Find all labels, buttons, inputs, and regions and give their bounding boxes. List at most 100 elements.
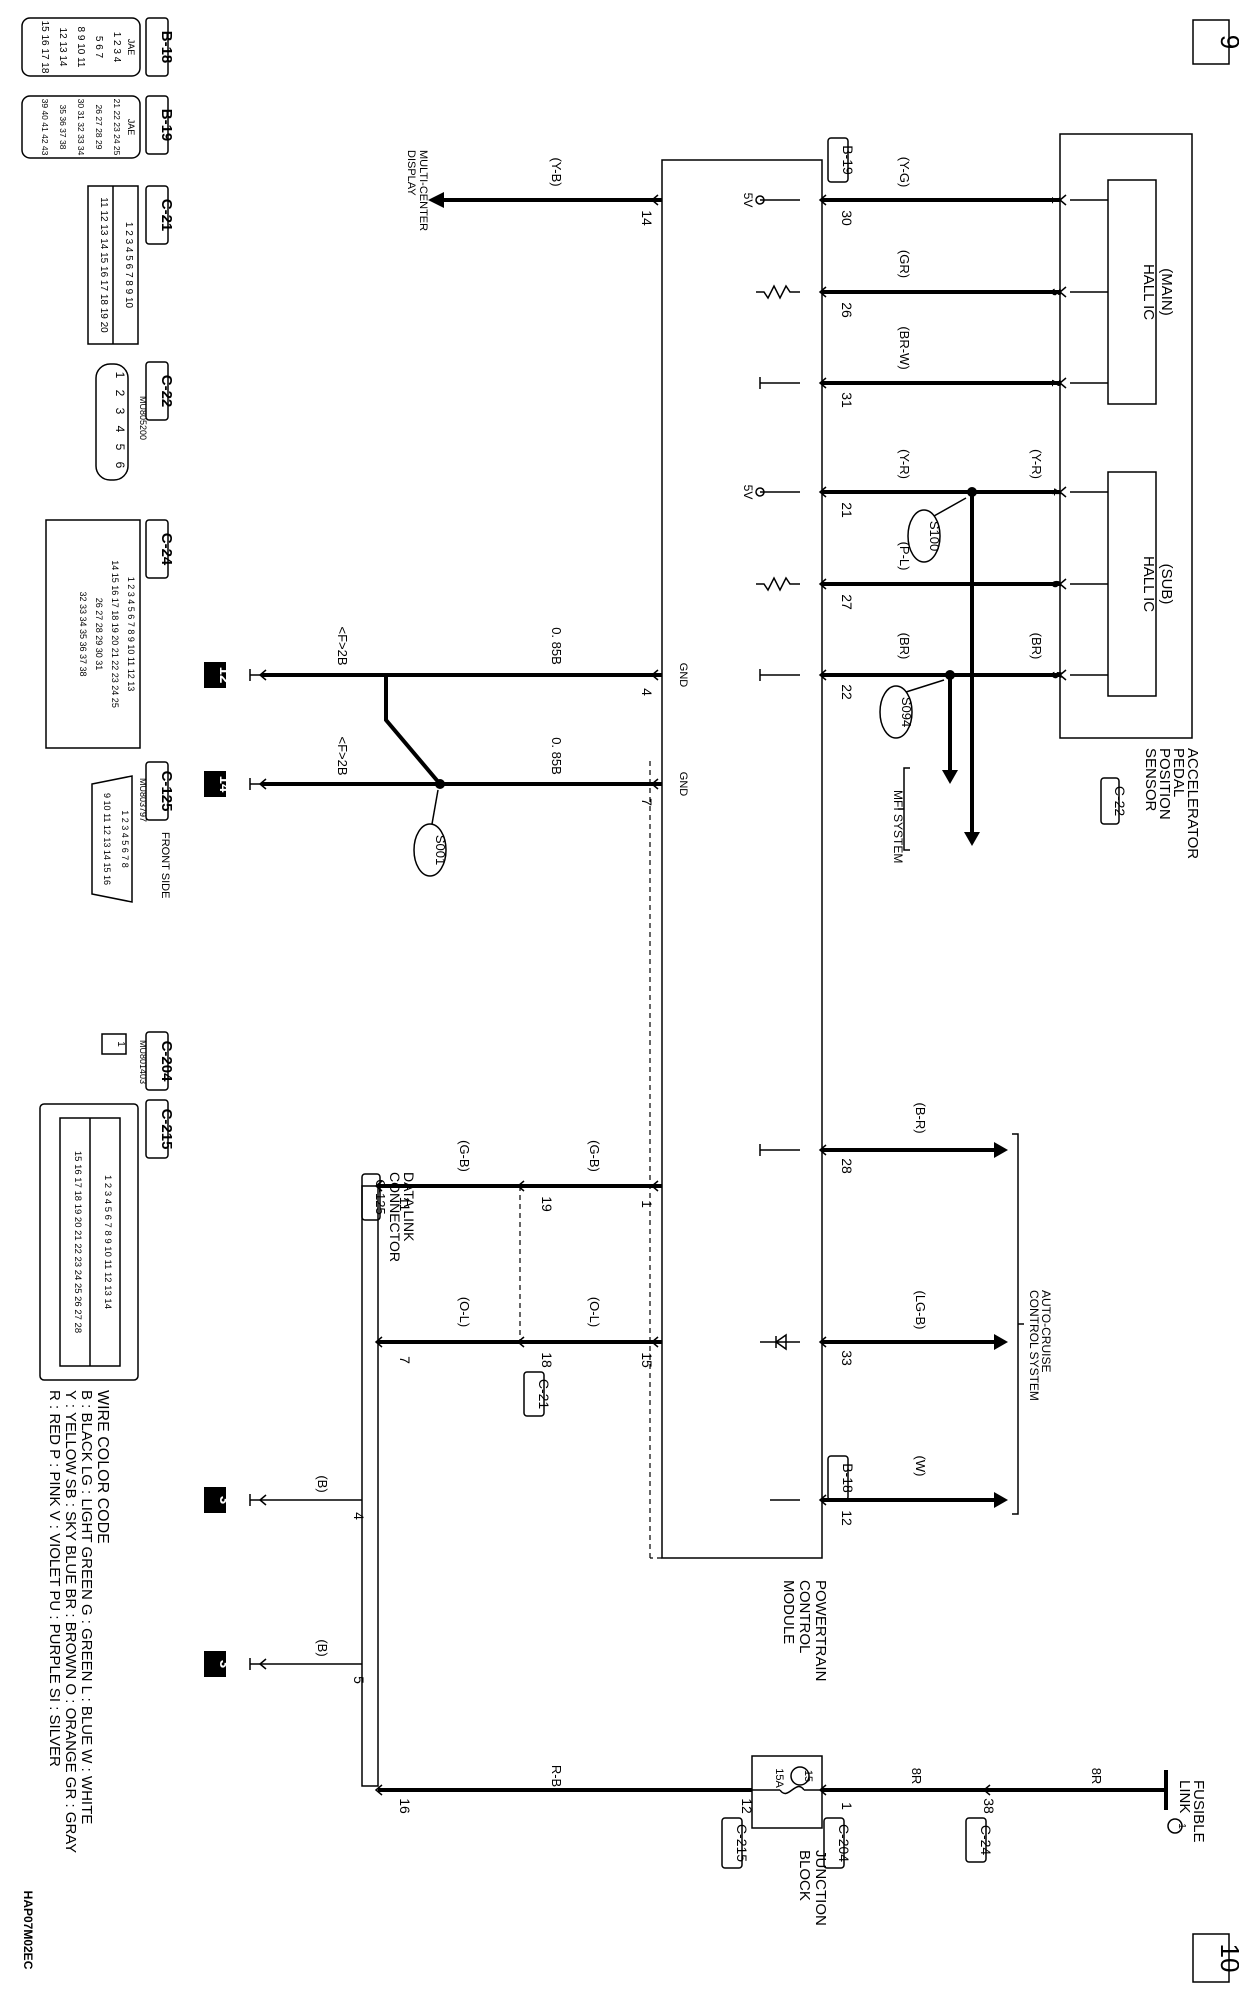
c21-pin-19: 19 [539,1196,555,1212]
pcm-pin-14: 14 [639,210,655,226]
apps-label-1: ACCELERATOR [1184,748,1201,859]
connector-tag-b19 [145,95,169,155]
terminal-chevron [1058,377,1067,389]
page-number-right-box [1192,1933,1230,1983]
pcm-label-1: POWERTRAIN [812,1580,829,1681]
terminal-chevron [818,1336,827,1348]
wire-label-br-2: (BR) [897,633,912,660]
terminal-chevron [1058,194,1067,206]
terminal-chevron [818,578,827,590]
connector-view-label-c204: C-204 [158,1041,175,1083]
connector-pins-c24-row4: 32 33 34 35 36 37 38 [78,591,88,676]
connector-pins-b18-row3: 8 9 10 11 [75,27,86,68]
dlc-pin-11: 11 [397,1197,413,1212]
pcm-connector-b19: B-19 [840,145,856,175]
wire-label-yr-1: (Y-R) [1029,449,1044,479]
wire-label-f2b-2: <F>2B [335,736,350,775]
pcm-gnd-label-1: GND [677,663,689,688]
wire-label-gb-2: (G-B) [457,1140,472,1172]
wire-label-8r-2: 8R [909,1768,924,1785]
data-link-connector [361,1185,379,1787]
splice-s100-label: S100 [927,521,942,551]
ground-ref-12-label: 12 [216,667,233,684]
terminal-chevron [258,778,267,790]
terminal-chevron [1058,669,1067,681]
terminal-chevron [818,1494,827,1506]
wire-label-ol-2: (O-L) [457,1297,472,1327]
terminal-chevron [818,194,827,206]
apps-connector-tag [1100,777,1120,825]
page-number-left: 9 [1215,35,1239,49]
connector-view-c215 [39,1103,139,1381]
sub-hall-ic-label-2: HALL IC [1140,556,1157,612]
terminal-chevron [650,778,659,790]
dlc-pin-16: 16 [397,1798,413,1814]
ground-ref-14 [204,771,226,797]
main-hall-ic-label-1: (MAIN) [1158,268,1175,316]
wire-gnd-join [384,673,442,786]
connector-tag-c21-wire [523,1371,545,1417]
connector-pins-c24-row3: 26 27 28 29 30 31 [94,598,104,671]
pcm-gnd-label-2: GND [677,772,689,797]
ground-ref-3a [204,1487,226,1513]
pcm-pin-30: 30 [839,210,855,226]
dlc-pin-7: 7 [397,1356,413,1364]
connector-tag-c204-wire [823,1817,845,1869]
wire-label-br-1: (BR) [1029,633,1044,660]
power-supply: 15 15A JUNCTION BLOCK FUSIBLE LINK 1 8R … [721,1755,1207,1926]
terminal-marks [258,194,1067,1796]
connector-tag-c21 [145,185,169,245]
auto-cruise-wires: AUTO-CRUISE CONTROL SYSTEM (B-R) (LG-B) … [822,1102,1053,1526]
sub-hall-ic-label-1: (SUB) [1158,564,1175,605]
connector-pins-b18-row4: 12 13 14 [57,28,68,67]
terminal-chevron [374,1784,383,1796]
apps-outline [1059,133,1193,739]
legend-row-1: B : BLACK LG : LIGHT GREEN G : GREEN L :… [78,1390,95,1824]
terminal-chevron [374,1336,383,1348]
pcm-label-3: MODULE [780,1580,797,1644]
connector-tag-c24-wire [965,1817,987,1863]
terminal-chevron [258,1658,267,1670]
pcm-pin-21: 21 [839,502,855,518]
dlc-pin-5: 5 [351,1676,367,1684]
c204-connector-label: C-204 [836,1824,852,1862]
connector-maker-b19: JAE [126,119,136,136]
connector-view-c22 [95,363,129,481]
terminal-chevron [258,1494,267,1506]
connector-view-c125 [91,775,133,903]
connector-views: B-18 JAE 1 2 3 4 5 6 7 8 9 10 11 12 13 1… [21,17,175,1381]
terminal-chevron [650,669,659,681]
c215-connector-label: C-215 [734,1824,750,1862]
ground-ref-3a-label: 3 [216,1496,233,1504]
ground-ref-3b-label: 3 [216,1660,233,1668]
wire-label-ol-1: (O-L) [587,1297,602,1327]
wire-label-8r-1: 8R [1089,1768,1104,1785]
c21-connector-label: C-21 [536,1379,552,1410]
pcm-5v-label-1: 5V [741,193,755,208]
wire-label-f2b-1: <F>2B [335,626,350,665]
splice-s094-label: S094 [899,697,914,727]
wire-label-yr-2: (Y-R) [897,449,912,479]
pcm-pin-4: 4 [639,688,655,696]
mfi-system-label: MFI SYSTEM [891,790,905,863]
connector-view-label-c24: C-24 [158,533,175,566]
connector-tag-c215 [145,1099,169,1159]
connector-pins-c21-row2: 11 12 13 14 15 16 17 18 19 20 [98,197,109,333]
pcm-connector-b18: B-18 [840,1463,856,1493]
connector-pins-c215-row2: 15 16 17 18 19 20 21 22 23 24 25 26 27 2… [72,1151,83,1333]
auto-cruise-label-1: AUTO-CRUISE [1039,1290,1053,1372]
pcm-5v-label-2: 5V [741,485,755,500]
connector-pins-c125-row2: 9 10 11 12 13 14 15 16 [102,793,112,885]
pcm-pin-31: 31 [839,392,855,408]
multi-center-label-1: MULTI-CENTER [417,150,429,231]
apps-label-2: PEDAL [1170,748,1187,797]
junction-block-label-2: BLOCK [796,1850,813,1901]
connector-pins-c125-row1: 1 2 3 4 5 6 7 8 [120,810,130,868]
terminal-chevron [258,669,267,681]
wire-label-yg: (Y-G) [897,157,912,188]
wire-label-b-2: (B) [315,1639,330,1656]
arrow-multi-center [428,192,444,208]
data-link-connector-label: C-125 [373,1179,388,1214]
connector-part-c125: MU803797 [138,778,148,822]
